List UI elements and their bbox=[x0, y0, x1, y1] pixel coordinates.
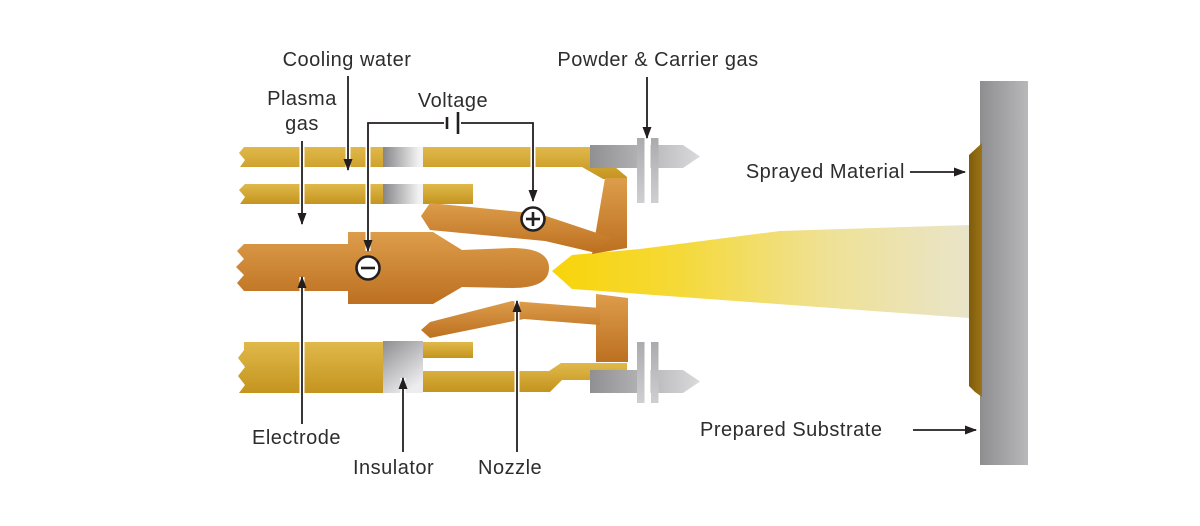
prepared-substrate-label: Prepared Substrate bbox=[700, 419, 883, 441]
positive-terminal-icon bbox=[520, 206, 546, 232]
insulator-segment-top-outer bbox=[383, 147, 423, 167]
injector-top-tube-right bbox=[651, 138, 659, 203]
cooling-bar-bottom-outer bbox=[423, 363, 627, 392]
powder-carrier-gas-label: Powder & Carrier gas bbox=[557, 49, 759, 71]
plasma-jet bbox=[552, 225, 969, 318]
sprayed-material-coating bbox=[969, 143, 982, 397]
injector-bottom-slot bbox=[644, 340, 651, 405]
electrode-label: Electrode bbox=[252, 427, 341, 449]
cooling-bar-top-inner bbox=[239, 184, 473, 204]
nozzle-anode-band-top bbox=[421, 203, 612, 252]
electrode-body bbox=[236, 232, 549, 304]
injector-top-slot bbox=[644, 136, 651, 206]
voltage-circuit bbox=[355, 112, 546, 281]
powder-injector-bottom bbox=[590, 340, 700, 405]
cooling-bar-bottom-inner bbox=[423, 342, 473, 358]
cooling-bar-top-outer bbox=[239, 147, 627, 179]
cooling-water-label: Cooling water bbox=[282, 49, 412, 71]
nozzle-front-column-lower bbox=[596, 294, 628, 362]
injector-bottom-tube-left bbox=[637, 342, 645, 403]
voltage-wire-negative bbox=[363, 122, 444, 252]
powder-injector-top bbox=[590, 136, 700, 206]
insulator-segment-top-inner bbox=[383, 184, 423, 204]
plasma-gas-label: Plasma gas bbox=[267, 88, 337, 135]
nozzle-anode-band-bottom bbox=[421, 301, 600, 338]
insulator-label: Insulator bbox=[353, 457, 435, 479]
voltage-label: Voltage bbox=[417, 90, 489, 112]
battery-icon bbox=[445, 112, 460, 134]
injector-bottom-tube-right bbox=[651, 342, 659, 403]
voltage-wire-positive bbox=[461, 122, 538, 202]
prepared-substrate-shape bbox=[980, 81, 1028, 465]
label-arrows bbox=[297, 76, 977, 452]
sprayed-material-label: Sprayed Material bbox=[745, 161, 905, 183]
cooling-block-bottom bbox=[238, 342, 383, 393]
injector-top-tube-left bbox=[637, 138, 645, 203]
nozzle-label: Nozzle bbox=[478, 457, 543, 479]
negative-terminal-icon bbox=[355, 255, 381, 281]
